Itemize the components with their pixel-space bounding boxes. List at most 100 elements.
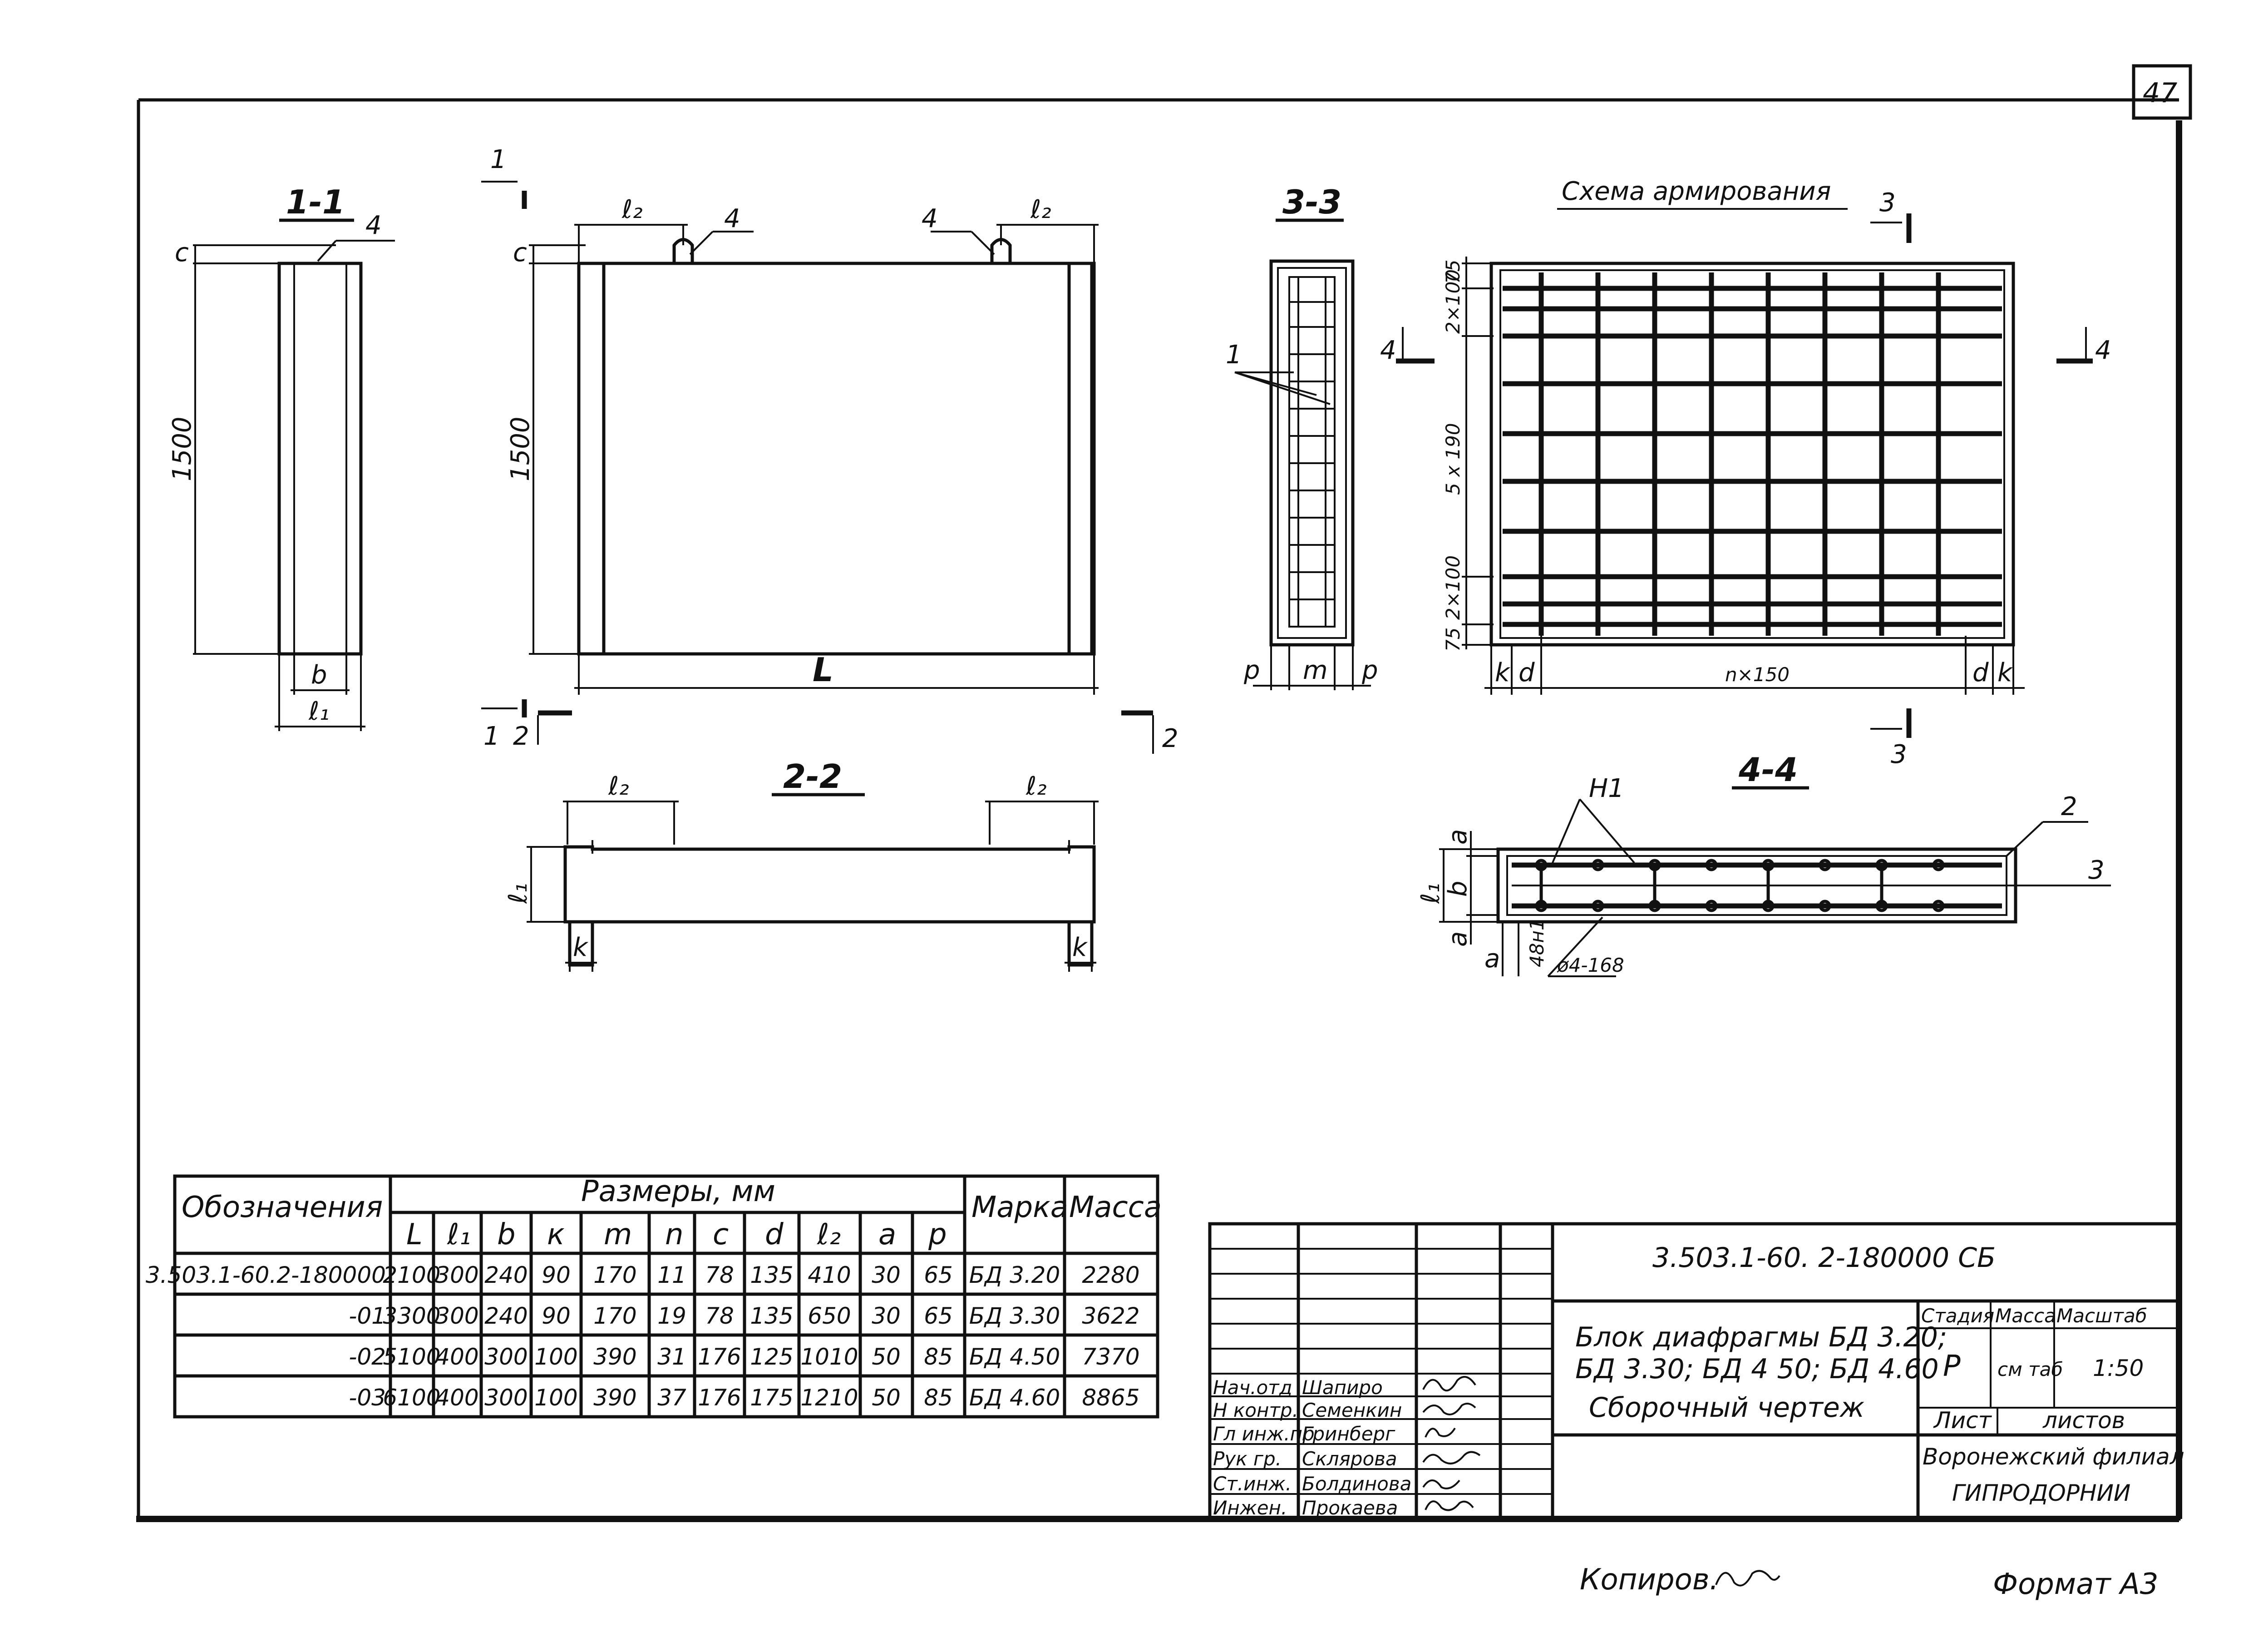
staff-role: Ст.инж. bbox=[1213, 1473, 1292, 1495]
callout-2-4-4: 2 bbox=[2061, 792, 2077, 821]
table-cell: 300 bbox=[435, 1262, 478, 1288]
subheader-l1: ℓ₁ bbox=[447, 1218, 471, 1251]
table-cell: 125 bbox=[750, 1344, 793, 1370]
subheader-p: p bbox=[928, 1218, 947, 1251]
table-cell: 240 bbox=[484, 1262, 528, 1288]
table-cell: 390 bbox=[593, 1385, 636, 1411]
subheader-c: c bbox=[713, 1218, 729, 1251]
table-cell: 50 bbox=[872, 1344, 901, 1370]
subheader-k: к bbox=[547, 1218, 565, 1251]
table-cell-mass: 8865 bbox=[1082, 1385, 1139, 1411]
dim-c-1-1: c bbox=[175, 238, 189, 267]
table-cell: 650 bbox=[808, 1303, 851, 1329]
table-cell: 100 bbox=[534, 1385, 577, 1411]
dim-5x190: 5 x 190 bbox=[1442, 423, 1464, 495]
sheet-number-box: 47 bbox=[2132, 64, 2192, 120]
callout-h1: H1 bbox=[1589, 774, 1624, 803]
section-label-3-3: 3-3 bbox=[1282, 183, 1341, 221]
table-cell: 300 bbox=[484, 1344, 528, 1370]
dim-k-left-scheme: k bbox=[1495, 658, 1511, 688]
subheader-l2: ℓ₂ bbox=[817, 1218, 841, 1251]
table-cell-mark: БД 4.50 bbox=[969, 1344, 1060, 1370]
mass-value: см таб bbox=[1997, 1358, 2063, 1380]
table-cell-mark: БД 3.30 bbox=[969, 1303, 1060, 1329]
staff-name: Шапиро bbox=[1302, 1376, 1383, 1399]
table-cell: 2100 bbox=[383, 1262, 440, 1288]
cut-1-top: 1 bbox=[490, 145, 507, 174]
view-front: ℓ₂ ℓ₂ 4 4 c 1500 L 1 1 2 bbox=[481, 145, 1178, 754]
table-cell: 300 bbox=[484, 1385, 528, 1411]
sheet-label: Лист bbox=[1933, 1407, 1992, 1434]
callout-4-1-1: 4 bbox=[365, 211, 382, 240]
table-cell: 1010 bbox=[800, 1344, 858, 1370]
table-cell-designation: 3.503.1-60.2-180000 bbox=[146, 1262, 386, 1288]
table-cell: 90 bbox=[542, 1303, 571, 1329]
dim-a-bottom-44: a bbox=[1443, 931, 1473, 947]
section-label-1-1: 1-1 bbox=[286, 183, 345, 221]
dim-2x100-bottom: 2×100 bbox=[1442, 555, 1464, 620]
subheader-m: m bbox=[604, 1218, 632, 1251]
header-sizes: Размеры, мм bbox=[581, 1175, 775, 1208]
table-subheaders: L ℓ₁ b к m n c d ℓ₂ a p bbox=[406, 1218, 947, 1251]
table-cell: 100 bbox=[534, 1344, 577, 1370]
subheader-L: L bbox=[406, 1218, 423, 1251]
table-cell: 30 bbox=[872, 1303, 901, 1329]
header-designation: Обозначения bbox=[182, 1191, 383, 1224]
table-cell: 85 bbox=[924, 1385, 953, 1411]
table-cell: 50 bbox=[872, 1385, 901, 1411]
staff-role: Н контр. bbox=[1213, 1399, 1298, 1421]
staff-role: Инжен. bbox=[1213, 1497, 1287, 1519]
dim-l1-22: ℓ₁ bbox=[503, 883, 533, 904]
cut-2-left: 2 bbox=[513, 722, 529, 751]
cut-3-bottom: 3 bbox=[1891, 740, 1907, 769]
dim-d-left-scheme: d bbox=[1519, 658, 1535, 688]
table-cell: 170 bbox=[593, 1262, 636, 1288]
table-cell-designation: -02 bbox=[349, 1344, 386, 1370]
signature-5 bbox=[1422, 1479, 1460, 1489]
dim-L-front: L bbox=[813, 651, 833, 689]
table-cell-mass: 7370 bbox=[1082, 1344, 1139, 1370]
section-label-4-4: 4-4 bbox=[1738, 751, 1798, 789]
table-cell-mass: 3622 bbox=[1082, 1303, 1139, 1329]
table-cell: 400 bbox=[435, 1344, 478, 1370]
dim-nx150: n×150 bbox=[1725, 663, 1790, 686]
callout-1-3-3: 1 bbox=[1226, 340, 1242, 370]
dim-75-bottom: 75 bbox=[1442, 628, 1464, 652]
organization-line2: ГИПРОДОРНИИ bbox=[1952, 1480, 2130, 1506]
document-code: 3.503.1-60. 2-180000 СБ bbox=[1652, 1242, 1996, 1274]
signature-4 bbox=[1422, 1451, 1481, 1464]
subheader-d: d bbox=[765, 1218, 784, 1251]
view-section-3-3: 3-3 1 p m bbox=[1226, 183, 1378, 690]
table-cell: 65 bbox=[924, 1303, 953, 1329]
table-cell: 3300 bbox=[383, 1303, 440, 1329]
copier-signature bbox=[1715, 1570, 1780, 1587]
view-section-2-2: 2-2 ℓ₂ ℓ₂ ℓ₁ k k bbox=[503, 757, 1099, 972]
title-block: 3.503.1-60. 2-180000 СБ Блок диафрагмы Б… bbox=[1208, 1222, 2184, 1521]
sheet-number: 47 bbox=[2143, 77, 2177, 109]
dim-l2-front-left: ℓ₂ bbox=[621, 195, 643, 224]
table-cell: 37 bbox=[657, 1385, 686, 1411]
dim-k-22-right: k bbox=[1072, 933, 1088, 962]
dim-m-3-3: m bbox=[1303, 656, 1328, 685]
table-cell: 1210 bbox=[800, 1385, 858, 1411]
signatures bbox=[1422, 1376, 1481, 1511]
table-cell: 31 bbox=[657, 1344, 686, 1370]
table-cell: 170 bbox=[593, 1303, 636, 1329]
view-section-4-4: 4-4 H1 2 3 bbox=[1416, 751, 2111, 977]
view-reinforcement-scheme: Схема армирования bbox=[1380, 177, 2111, 769]
table-cell-mass: 2280 bbox=[1082, 1262, 1139, 1288]
staff-role: Рук гр. bbox=[1213, 1448, 1282, 1470]
table-cell: 19 bbox=[657, 1303, 686, 1329]
dim-c-front: c bbox=[513, 238, 527, 267]
staff-role: Гл инж.пр bbox=[1213, 1423, 1315, 1445]
format-label: Формат А3 bbox=[1993, 1568, 2159, 1601]
signature-6 bbox=[1425, 1500, 1474, 1511]
signature-3 bbox=[1425, 1427, 1456, 1438]
mass-label: Масса bbox=[1995, 1305, 2056, 1327]
table-cell: 135 bbox=[750, 1303, 793, 1329]
staff-name: Болдинова bbox=[1302, 1473, 1411, 1495]
cut-2-right: 2 bbox=[1162, 724, 1178, 753]
scale-label: Масштаб bbox=[2056, 1305, 2147, 1327]
footer: Копиров. Формат А3 bbox=[1580, 1563, 2159, 1601]
